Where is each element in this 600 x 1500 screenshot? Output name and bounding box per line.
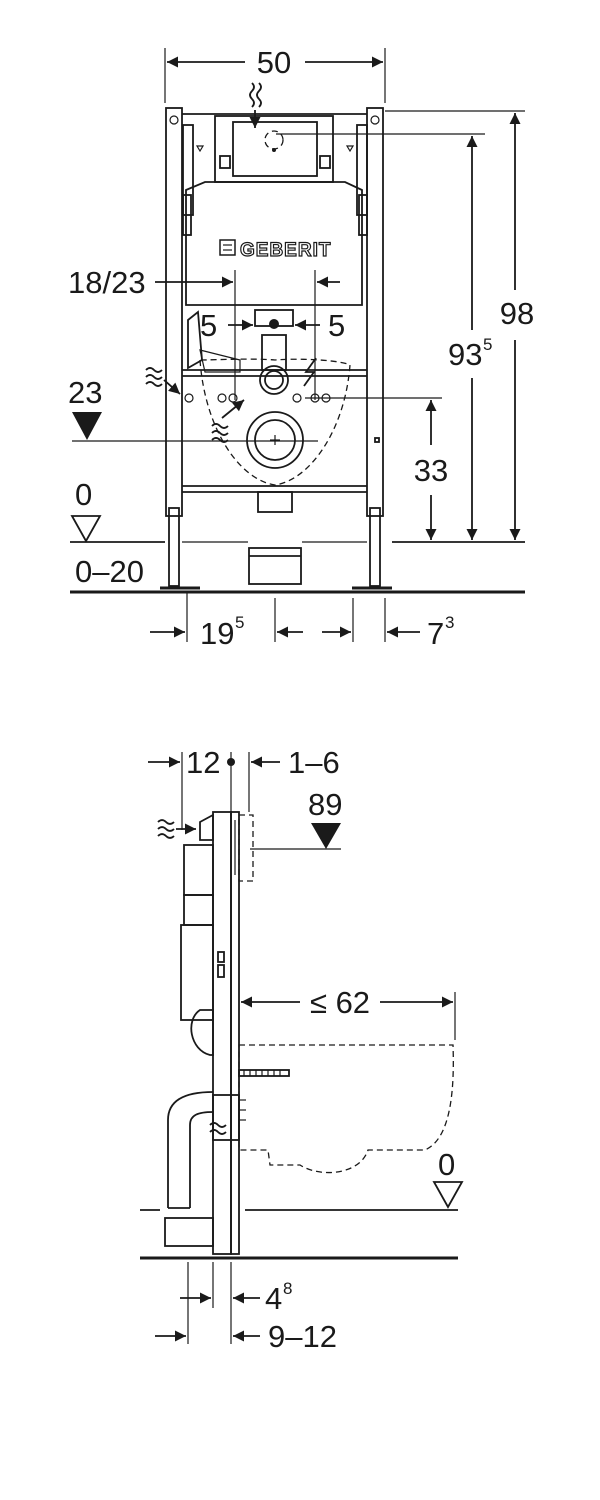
pipe-offset-label: 18/23 [68,265,146,300]
left-gap-label: 5 [200,308,217,343]
right-offset-sup: 3 [445,613,454,632]
outlet-height-label: 23 [68,375,102,410]
depth-label: 12 [186,745,220,780]
outlet-pipe [184,393,380,585]
side-outlet-pipe [164,1091,246,1247]
floor-range-label: 0–20 [75,554,144,589]
floor-marker: 0 0–20 [70,477,525,594]
total-height-dimension: 98 [385,110,534,540]
plate-height-marker: 89 [250,787,342,850]
right-gap-label: 5 [328,308,345,343]
side-floor-label: 0 [438,1147,455,1182]
width-label: 50 [257,45,291,80]
flush-height-dimension: 93 5 [276,133,492,540]
pipe-offset-dimension: 18/23 [68,265,340,400]
frame-depth-label: 4 [265,1281,282,1316]
front-view: 50 [68,45,534,651]
total-height-label: 98 [500,296,534,331]
foot-offset-label: 19 [200,616,234,651]
flush-height-label: 93 [448,337,482,372]
mounting-rod [238,1069,290,1077]
plate-height-label: 89 [308,787,342,822]
flush-water-icon [211,423,229,443]
right-offset-label: 7 [427,616,444,651]
side-frame [180,811,254,1255]
side-bottom-dimensions: 4 8 9–12 [155,1262,337,1354]
floor-label: 0 [75,477,92,512]
frame-depth-sup: 8 [283,1279,292,1298]
width-dimension: 50 [164,45,386,103]
foot-range-label: 9–12 [268,1319,337,1354]
foot-offset-sup: 5 [235,613,244,632]
outlet-axis-dimension: 33 [305,397,448,540]
outlet-height-marker: 23 [68,375,318,442]
bowl-outline [199,358,351,486]
side-floor: 0 [140,1147,464,1260]
drain-pipe [187,309,294,395]
bowl-projection-dimension: ≤ 62 [241,985,456,1040]
water-supply-icon [145,367,163,387]
bowl-projection-label: ≤ 62 [310,985,370,1020]
flush-height-sup: 5 [483,335,492,354]
side-view: 12 1–6 89 [140,745,464,1354]
vent-icon [249,82,262,108]
cistern: GEBERIT [182,115,368,306]
electric-icon [303,357,317,387]
brand-logo: GEBERIT [240,240,331,261]
gap-dimension: 5 5 [200,308,345,343]
frame [160,107,392,590]
side-vent-icon [157,819,175,839]
bottom-dimensions: 19 5 7 3 [150,592,454,651]
wall-label: 1–6 [288,745,340,780]
outlet-axis-label: 33 [414,453,448,488]
side-bowl-outline [238,1044,454,1174]
depth-dimensions: 12 1–6 [148,745,340,830]
